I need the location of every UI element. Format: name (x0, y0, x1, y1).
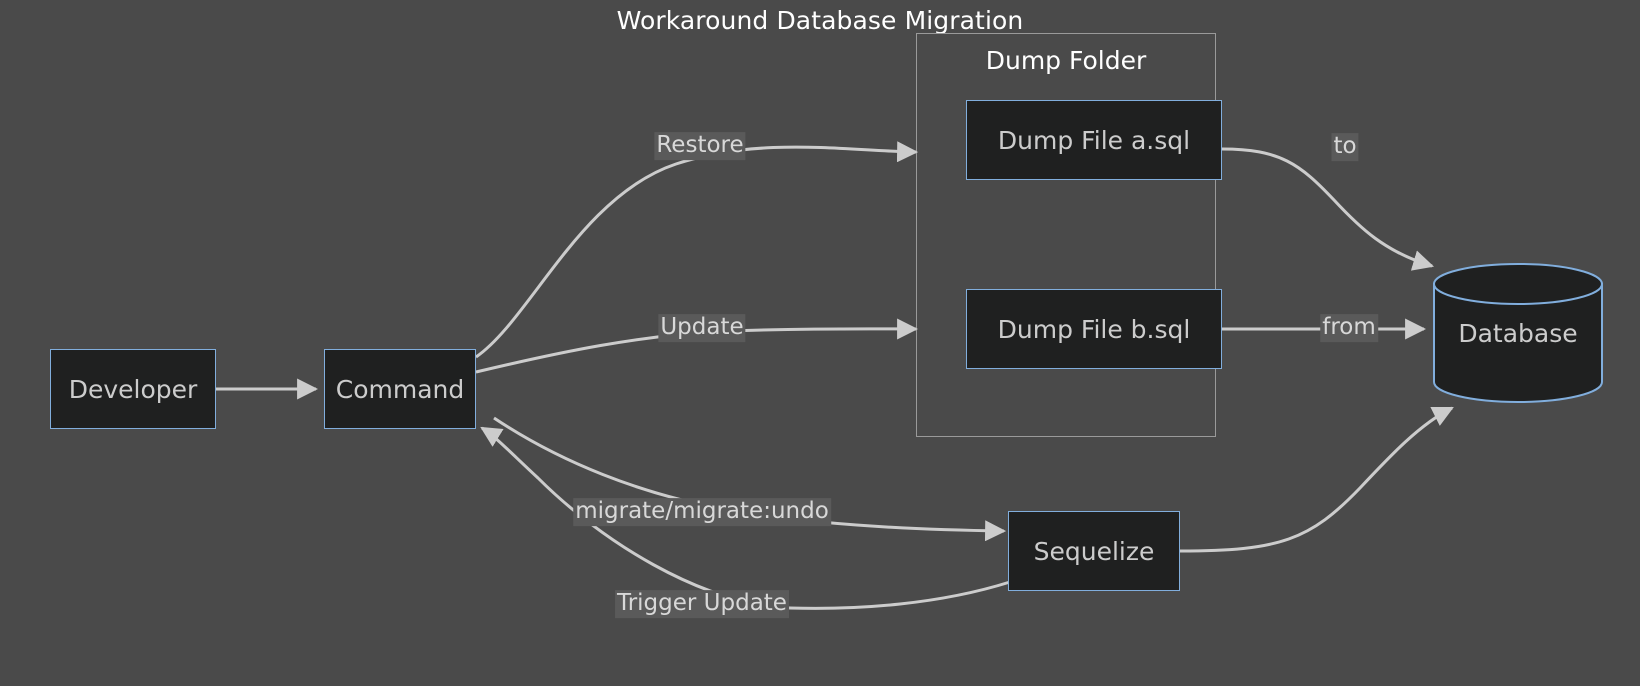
node-command-label: Command (335, 374, 465, 404)
node-dump-file-a-label: Dump File a.sql (997, 125, 1191, 155)
edge-label-restore: Restore (654, 132, 746, 160)
node-database[interactable]: Database (1432, 262, 1604, 404)
edge-dump-a-to-database (1221, 147, 1435, 271)
node-developer[interactable]: Developer (50, 349, 216, 429)
node-dump-file-b-label: Dump File b.sql (997, 314, 1191, 344)
node-dump-file-a[interactable]: Dump File a.sql (966, 100, 1222, 180)
cylinder-shape (1433, 263, 1603, 403)
subgraph-dump-folder-title: Dump Folder (985, 46, 1147, 75)
edge-label-update: Update (658, 314, 746, 342)
edge-label-trigger-update: Trigger Update (615, 590, 789, 618)
node-database-label: Database (1458, 318, 1578, 348)
node-command[interactable]: Command (324, 349, 476, 429)
subgraph-dump-folder: Dump Folder (916, 33, 1216, 437)
node-developer-label: Developer (68, 374, 198, 404)
diagram-title: Workaround Database Migration (616, 6, 1024, 35)
edge-sequelize-to-database (1179, 406, 1454, 553)
edge-label-to: to (1331, 133, 1359, 161)
edge-label-from: from (1320, 314, 1378, 342)
node-sequelize[interactable]: Sequelize (1008, 511, 1180, 591)
node-sequelize-label: Sequelize (1033, 536, 1155, 566)
edge-label-migrate-undo: migrate/migrate:undo (573, 498, 831, 526)
node-dump-file-b[interactable]: Dump File b.sql (966, 289, 1222, 369)
